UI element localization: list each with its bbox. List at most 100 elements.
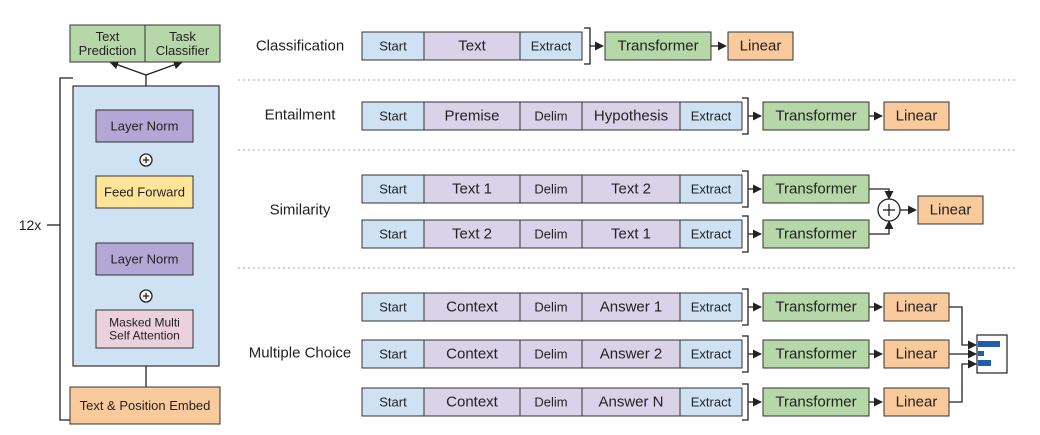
multiple-choice-row-2-token-3 [581,387,681,417]
classification-token-1 [423,31,521,61]
repeat-bracket [59,77,73,421]
multiple-choice-transformer-0-label: Transformer [775,299,856,316]
similarity-linear-label: Linear [930,202,972,219]
repeat-label: 12x [19,217,42,233]
classification-linear [727,31,794,61]
entailment-token-2 [519,101,583,131]
arrow-to-task-classifier [145,60,183,76]
entailment-bracket [742,97,749,135]
entailment-token-0-label: Start [379,109,407,124]
multiple-choice-row-1-token-1-label: Context [446,346,499,363]
multiple-choice-row-2-token-4-label: Extract [691,395,732,410]
entailment-transformer [762,101,870,131]
entailment-token-0 [361,101,425,131]
similarity-row-0-token-2-label: Delim [534,182,567,197]
layer-norm-bottom-label: Layer Norm [111,252,179,267]
entailment-token-3-label: Hypothesis [594,108,668,125]
multiple-choice-row-0-token-2-label: Delim [534,300,567,315]
similarity-row-1-token-0 [361,219,425,249]
layer-norm-top [95,109,194,143]
classification-token-1-label: Text [458,38,486,55]
similarity-row-1-token-3-label: Text 1 [611,226,651,243]
similarity-row-0-token-4-label: Extract [691,182,732,197]
task-label-classification: Classification [256,38,344,55]
softmax-bar-3 [978,360,991,366]
masked-self-attention [95,309,194,349]
classification-token-2-label: Extract [531,39,572,54]
multiple-choice-linear-0-label: Linear [896,299,938,316]
similarity-row-0-token-0-label: Start [379,182,407,197]
similarity-row-1-token-0-label: Start [379,227,407,242]
multiple-choice-row-1-token-3-label: Answer 2 [600,346,663,363]
multiple-choice-row-1-token-4-label: Extract [691,347,732,362]
multiple-choice-linear-1-label: Linear [896,346,938,363]
text-position-embed [69,386,221,425]
mc-join-3 [949,359,977,403]
multiple-choice-row-0-token-4 [679,292,743,322]
classification-token-2 [519,31,583,61]
entailment-linear [883,101,950,131]
multiple-choice-row-2-token-1 [423,387,521,417]
multiple-choice-transformer-1 [762,339,870,369]
classification-token-0-label: Start [379,39,407,54]
box-layer [69,24,1008,425]
multiple-choice-row-2-token-2-label: Delim [534,395,567,410]
entailment-token-3 [581,101,681,131]
multiple-choice-row-2-token-1-label: Context [446,394,499,411]
similarity-bracket-0 [742,170,749,208]
softmax-bar-1 [978,341,1000,347]
head-text-prediction [69,24,146,63]
multiple-choice-row-1-token-2-label: Delim [534,347,567,362]
similarity-row-1-token-1-label: Text 2 [452,226,492,243]
similarity-row-1-token-2-label: Delim [534,227,567,242]
multiple-choice-transformer-1-label: Transformer [775,346,856,363]
multiple-choice-row-2-token-2 [519,387,583,417]
classification-transformer-label: Transformer [617,38,698,55]
multiple-choice-linear-0 [883,292,950,322]
multiple-choice-row-0-token-0-label: Start [379,300,407,315]
entailment-token-4 [679,101,743,131]
multiple-choice-transformer-0 [762,292,870,322]
multiple-choice-bracket-0 [742,288,749,326]
similarity-join-bottom [869,220,894,235]
entailment-linear-label: Linear [896,108,938,125]
multiple-choice-row-1-token-0-label: Start [379,347,407,362]
similarity-join-top [869,188,894,200]
multiple-choice-row-1-token-1 [423,339,521,369]
similarity-row-1-token-4-label: Extract [691,227,732,242]
layer-norm-bottom [95,242,194,276]
multiple-choice-row-0-token-1 [423,292,521,322]
similarity-row-1-token-3 [581,219,681,249]
task-label-similarity: Similarity [270,202,331,219]
similarity-row-0-token-0 [361,174,425,204]
multiple-choice-row-2-token-4 [679,387,743,417]
text-position-embed-label: Text & Position Embed [80,398,211,413]
similarity-row-1-token-1 [423,219,521,249]
multiple-choice-row-2-token-3-label: Answer N [598,394,663,411]
similarity-linear [917,195,984,225]
classification-bracket [584,27,591,65]
similarity-transformer-1 [762,219,870,249]
similarity-transformer-1-label: Transformer [775,226,856,243]
task-label-entailment: Entailment [265,107,337,124]
softmax-bar-2 [978,351,984,356]
similarity-row-1-token-4 [679,219,743,249]
entailment-token-1 [423,101,521,131]
similarity-bracket-1 [742,215,749,253]
multiple-choice-transformer-2-label: Transformer [775,394,856,411]
task-label-multiple-choice: Multiple Choice [249,345,352,362]
entailment-token-4-label: Extract [691,109,732,124]
feed-forward-label: Feed Forward [104,185,185,200]
multiple-choice-row-2-token-0-label: Start [379,395,407,410]
entailment-token-1-label: Premise [444,108,499,125]
multiple-choice-row-1-token-3 [581,339,681,369]
multiple-choice-linear-2-label: Linear [896,394,938,411]
multiple-choice-linear-1 [883,339,950,369]
head-task-classifier [144,24,221,63]
multiple-choice-row-0-token-3 [581,292,681,322]
layer-norm-top-label: Layer Norm [111,119,179,134]
multiple-choice-bracket-2 [742,383,749,421]
